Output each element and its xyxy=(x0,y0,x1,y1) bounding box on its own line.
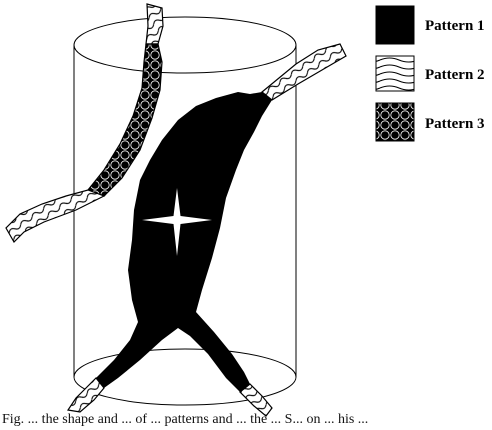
legend-swatch-pattern-3 xyxy=(376,103,414,141)
figure-caption: Fig. ... the shape and ... of ... patter… xyxy=(2,409,492,430)
bottom-left-tube-end xyxy=(68,378,104,412)
legend-label-pattern-3: Pattern 3 xyxy=(425,116,485,132)
legend-label-pattern-2: Pattern 2 xyxy=(425,67,485,83)
legend-swatch-pattern-2 xyxy=(376,56,414,91)
legend-swatch-pattern-1 xyxy=(376,6,414,44)
legend: Pattern 1 Pattern 2 Pattern 3 xyxy=(376,6,485,141)
legend-label-pattern-1: Pattern 1 xyxy=(425,18,485,34)
right-tube-top-segment xyxy=(262,44,346,100)
cylinder-top-ellipse xyxy=(74,17,296,73)
left-tube-top-segment xyxy=(146,4,163,44)
main-solid-body xyxy=(96,92,272,392)
left-tube-lower-segment xyxy=(6,190,104,242)
